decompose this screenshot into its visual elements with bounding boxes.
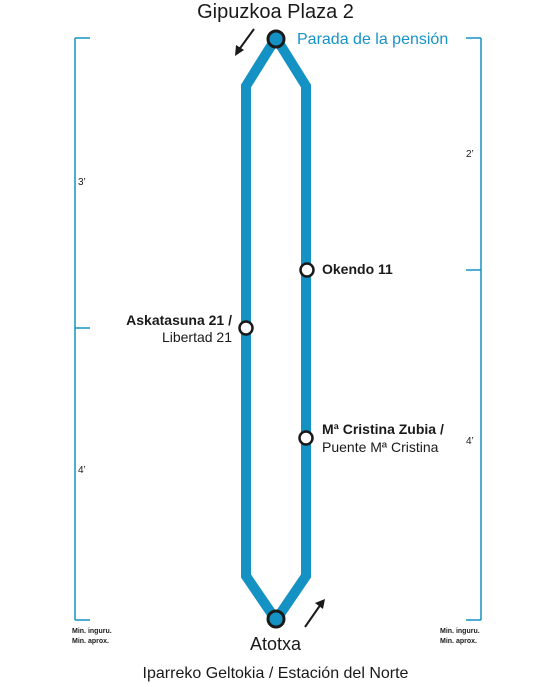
right-lower-time: 4’ [466,436,474,447]
arrow-up-right-icon [304,599,325,628]
stop-askatasuna-label-eu: Askatasuna 21 / [126,312,232,328]
right-minutes-legend-es: Min. aprox. [440,638,477,645]
left-time-bracket [74,37,90,621]
stop-askatasuna-marker [238,320,254,336]
stop-cristina-marker [298,430,314,446]
terminus-bottom-marker [266,609,286,629]
arrow-down-left-icon [235,28,255,56]
terminus-top-note: Parada de la pensión [297,31,449,48]
left-minutes-legend-eu: Min. inguru. [72,628,112,635]
stop-cristina-label-es: Puente Mª Cristina [322,439,439,455]
terminus-top-marker [266,29,286,49]
right-upper-time: 2’ [466,149,474,160]
left-lower-time: 4’ [78,465,86,476]
stop-cristina-label-eu: Mª Cristina Zubia / [322,421,444,437]
terminus-bottom-sublabel: Iparreko Geltokia / Estación del Norte [142,665,409,682]
left-minutes-legend-es: Min. aprox. [72,638,109,645]
terminus-bottom-label: Atotxa [249,634,302,654]
right-time-bracket [466,37,482,621]
stop-okendo-marker [299,262,315,278]
right-minutes-legend-eu: Min. inguru. [440,628,480,635]
stop-okendo-label: Okendo 11 [322,261,393,277]
route-right-branch [271,35,311,623]
left-upper-time: 3’ [78,177,86,188]
stop-askatasuna-label-es: Libertad 21 [161,329,232,345]
terminus-top-label: Gipuzkoa Plaza 2 [197,1,354,23]
